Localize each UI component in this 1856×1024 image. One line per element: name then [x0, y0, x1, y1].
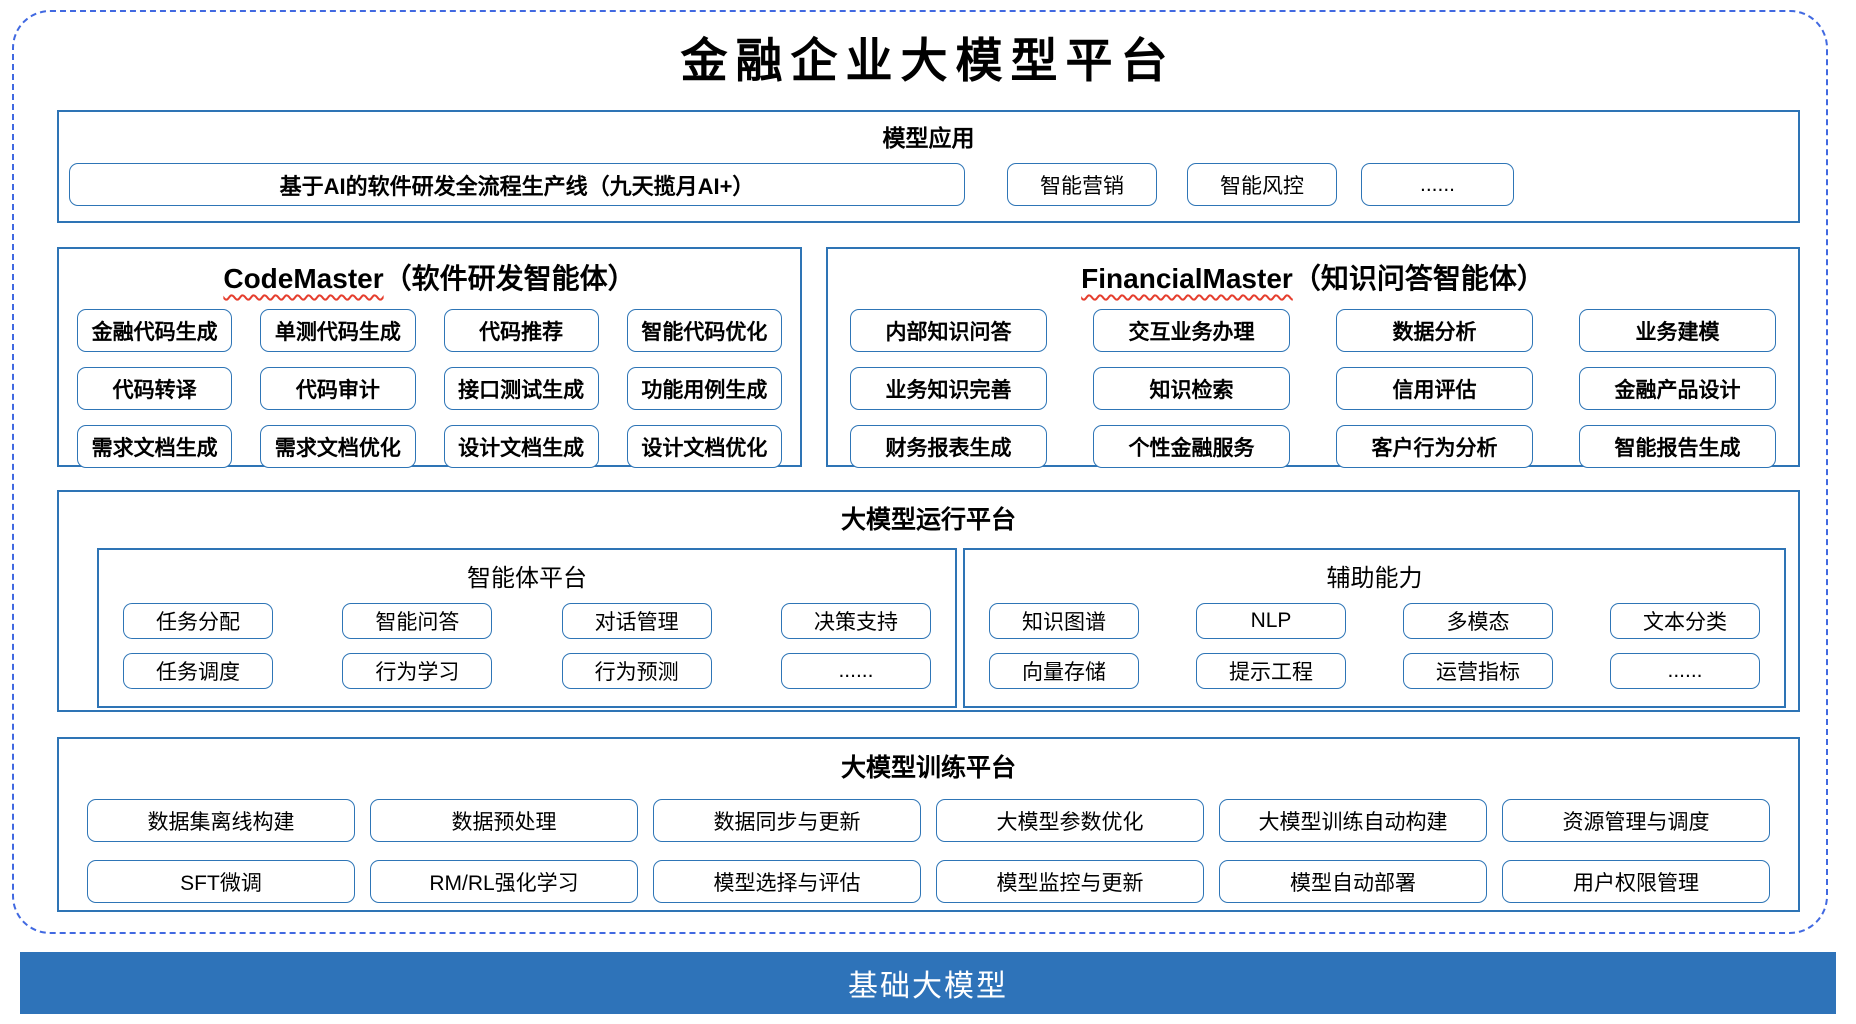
capability-box: RM/RL强化学习 [370, 860, 638, 903]
section-codemaster: CodeMaster（软件研发智能体） 金融代码生成 单测代码生成 代码推荐 智… [57, 247, 802, 468]
capability-box: 文本分类 [1610, 603, 1760, 639]
capability-box: 决策支持 [780, 603, 931, 639]
codemaster-title-zh: （软件研发智能体） [383, 263, 636, 294]
financialmaster-title-en: FinancialMaster [1081, 263, 1293, 294]
capability-box: 接口测试生成 [443, 367, 599, 410]
agent-platform-grid: 任务分配 智能问答 对话管理 决策支持 任务调度 行为学习 行为预测 .....… [99, 593, 955, 689]
capability-box: 提示工程 [1196, 653, 1346, 689]
capability-box: 智能问答 [342, 603, 493, 639]
runtime-subsections: 智能体平台 任务分配 智能问答 对话管理 决策支持 任务调度 行为学习 行为预测… [59, 536, 1798, 708]
capability-box: 金融产品设计 [1579, 367, 1776, 410]
section-model-applications: 模型应用 基于AI的软件研发全流程生产线（九天揽月AI+） 智能营销 智能风控 … [57, 110, 1800, 223]
capability-box: 业务知识完善 [850, 367, 1047, 410]
section-financialmaster: FinancialMaster（知识问答智能体） 内部知识问答 交互业务办理 数… [826, 247, 1800, 468]
capability-box: SFT微调 [87, 860, 355, 903]
capability-box: 大模型训练自动构建 [1219, 799, 1487, 842]
training-platform-header: 大模型训练平台 [840, 754, 1016, 782]
capability-box: 数据集离线构建 [87, 799, 355, 842]
capability-box: 智能代码优化 [626, 309, 782, 352]
capability-box: 信用评估 [1336, 367, 1533, 410]
capability-box: 设计文档优化 [626, 425, 782, 468]
capability-box-ellipsis: ...... [1610, 653, 1760, 689]
model-applications-row: 基于AI的软件研发全流程生产线（九天揽月AI+） 智能营销 智能风控 .....… [69, 163, 1786, 206]
capability-box: 模型自动部署 [1219, 860, 1487, 903]
capability-box: 资源管理与调度 [1502, 799, 1770, 842]
app-box-ellipsis: ...... [1361, 163, 1514, 206]
model-applications-header: 模型应用 [882, 125, 975, 151]
capability-box: 财务报表生成 [850, 425, 1047, 468]
section-runtime-platform: 大模型运行平台 智能体平台 任务分配 智能问答 对话管理 决策支持 任务调度 行… [57, 490, 1800, 712]
training-platform-grid: 数据集离线构建 数据预处理 数据同步与更新 大模型参数优化 大模型训练自动构建 … [59, 784, 1798, 903]
capability-box: 知识检索 [1093, 367, 1290, 410]
capability-box: 需求文档生成 [77, 425, 233, 468]
capability-box: 代码转译 [77, 367, 233, 410]
capability-box: 个性金融服务 [1093, 425, 1290, 468]
capability-box: 数据分析 [1336, 309, 1533, 352]
capability-box: 模型选择与评估 [653, 860, 921, 903]
capability-box: 用户权限管理 [1502, 860, 1770, 903]
app-box-ai-pipeline: 基于AI的软件研发全流程生产线（九天揽月AI+） [69, 163, 965, 206]
capability-box: 对话管理 [561, 603, 712, 639]
capability-box: 行为学习 [342, 653, 493, 689]
financialmaster-grid: 内部知识问答 交互业务办理 数据分析 业务建模 业务知识完善 知识检索 信用评估… [828, 297, 1798, 468]
codemaster-grid: 金融代码生成 单测代码生成 代码推荐 智能代码优化 代码转译 代码审计 接口测试… [59, 297, 800, 468]
foundation-model-label: 基础大模型 [848, 970, 1008, 1003]
financialmaster-header: FinancialMaster（知识问答智能体） [828, 257, 1798, 297]
capability-box: 交互业务办理 [1093, 309, 1290, 352]
agents-row: CodeMaster（软件研发智能体） 金融代码生成 单测代码生成 代码推荐 智… [57, 247, 1800, 468]
section-training-platform: 大模型训练平台 数据集离线构建 数据预处理 数据同步与更新 大模型参数优化 大模… [57, 737, 1800, 912]
runtime-platform-header: 大模型运行平台 [840, 506, 1016, 534]
app-box: 智能风控 [1187, 163, 1337, 206]
outer-dashed-border [12, 10, 1828, 934]
capability-box: 任务分配 [123, 603, 273, 639]
subsection-agent-platform: 智能体平台 任务分配 智能问答 对话管理 决策支持 任务调度 行为学习 行为预测… [97, 548, 957, 708]
capability-box: 内部知识问答 [850, 309, 1047, 352]
agent-platform-header: 智能体平台 [467, 565, 587, 592]
capability-box: 模型监控与更新 [936, 860, 1204, 903]
financialmaster-title-zh: （知识问答智能体） [1292, 263, 1545, 294]
capability-box: 向量存储 [989, 653, 1139, 689]
capability-box: 任务调度 [123, 653, 273, 689]
capability-box: 运营指标 [1403, 653, 1553, 689]
capability-box: 业务建模 [1579, 309, 1776, 352]
foundation-model-bar: 基础大模型 [20, 952, 1836, 1014]
codemaster-title-en: CodeMaster [223, 263, 384, 294]
capability-box: NLP [1196, 603, 1346, 639]
capability-box: 数据同步与更新 [653, 799, 921, 842]
aux-capabilities-grid: 知识图谱 NLP 多模态 文本分类 向量存储 提示工程 运营指标 ...... [965, 593, 1784, 689]
app-box: 智能营销 [1007, 163, 1157, 206]
diagram-title: 金融企业大模型平台 [680, 34, 1176, 89]
capability-box: 设计文档生成 [443, 425, 599, 468]
capability-box: 智能报告生成 [1579, 425, 1776, 468]
codemaster-header: CodeMaster（软件研发智能体） [59, 257, 800, 297]
capability-box: 代码推荐 [443, 309, 599, 352]
capability-box: 功能用例生成 [626, 367, 782, 410]
capability-box: 需求文档优化 [260, 425, 416, 468]
capability-box: 多模态 [1403, 603, 1553, 639]
capability-box: 客户行为分析 [1336, 425, 1533, 468]
subsection-aux-capabilities: 辅助能力 知识图谱 NLP 多模态 文本分类 向量存储 提示工程 运营指标 ..… [963, 548, 1786, 708]
capability-box: 知识图谱 [989, 603, 1139, 639]
aux-capabilities-header: 辅助能力 [1326, 565, 1423, 592]
capability-box-ellipsis: ...... [780, 653, 931, 689]
capability-box: 代码审计 [260, 367, 416, 410]
capability-box: 大模型参数优化 [936, 799, 1204, 842]
capability-box: 数据预处理 [370, 799, 638, 842]
capability-box: 金融代码生成 [77, 309, 233, 352]
capability-box: 行为预测 [561, 653, 712, 689]
capability-box: 单测代码生成 [260, 309, 416, 352]
